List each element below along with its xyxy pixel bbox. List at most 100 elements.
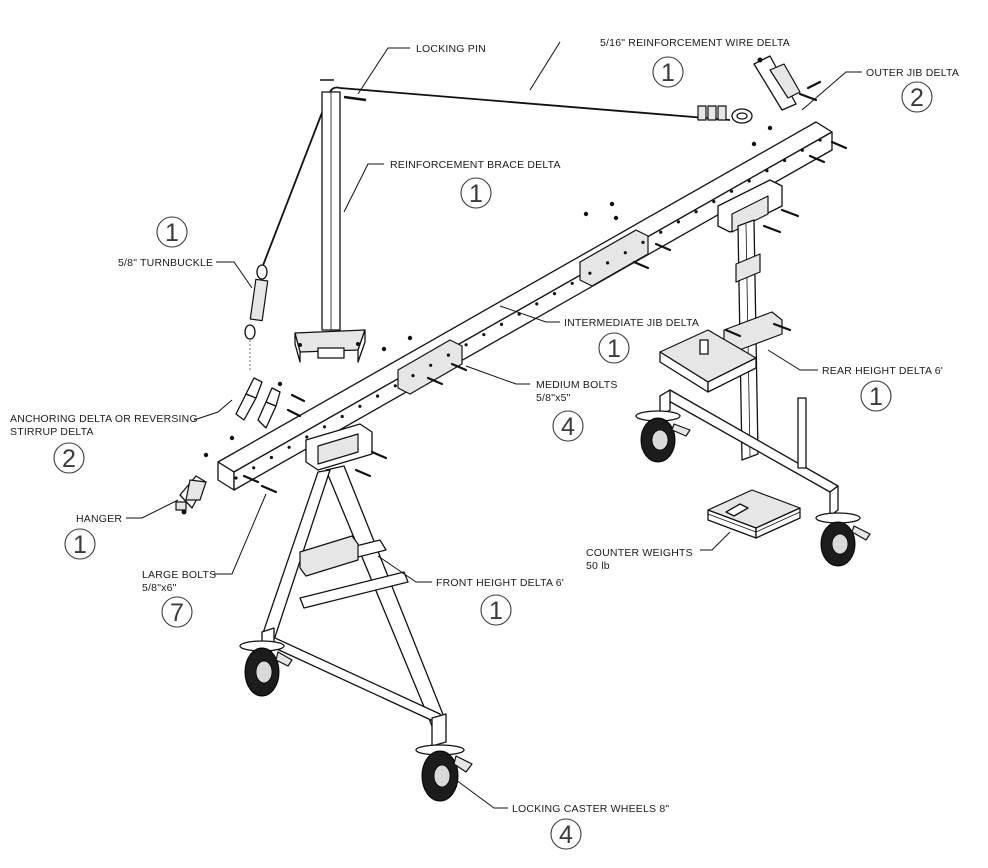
jib-hole xyxy=(269,455,273,460)
qty-circle xyxy=(652,56,684,88)
qty-text: 1 xyxy=(165,219,179,247)
label-anchoring: ANCHORING DELTA OR REVERSING STIRRUP DEL… xyxy=(10,413,198,474)
label-text: REAR HEIGHT DELTA 6' xyxy=(822,365,943,377)
jib-hole xyxy=(429,363,433,367)
jib-hole xyxy=(482,333,486,337)
jib-hole xyxy=(641,240,645,244)
qty-text: 1 xyxy=(489,597,503,625)
qty-circle xyxy=(64,528,96,560)
label-text: INTERMEDIATE JIB DELTA xyxy=(564,317,699,329)
qty-text: 7 xyxy=(170,599,184,627)
jib-hole xyxy=(322,425,327,429)
label-outer-jib: OUTER JIB DELTA 2 xyxy=(866,67,959,113)
qty-circle xyxy=(156,216,188,248)
jib-hole xyxy=(393,384,397,388)
jib-hole xyxy=(606,261,610,265)
front-right-caster xyxy=(415,744,473,802)
qty-circle xyxy=(901,81,933,113)
label-subtext: 50 lb xyxy=(586,560,610,572)
nut xyxy=(767,125,773,131)
jib-hole xyxy=(783,158,787,163)
label-hanger: HANGER 1 xyxy=(64,513,122,560)
label-reinforcement-wire: 5/16" REINFORCEMENT WIRE DELTA 1 xyxy=(600,37,790,88)
front-height-part xyxy=(261,423,447,747)
bolts-group xyxy=(242,80,848,494)
qty-text: 1 xyxy=(73,531,87,559)
label-text: LOCKING PIN xyxy=(416,43,486,55)
qty-text: 4 xyxy=(559,821,573,849)
qty-text: 1 xyxy=(607,335,621,363)
jib-hole xyxy=(305,435,309,439)
label-text: REINFORCEMENT BRACE DELTA xyxy=(390,159,561,171)
qty-text: 1 xyxy=(661,59,675,87)
qty-circle xyxy=(552,410,584,442)
bolt xyxy=(798,92,818,102)
bolt xyxy=(370,450,388,460)
bolt xyxy=(772,322,792,332)
bolt xyxy=(260,484,278,494)
rear-height-part xyxy=(659,179,839,517)
wire-clamps xyxy=(697,105,753,124)
bolt xyxy=(354,468,372,478)
front-left-caster xyxy=(239,640,293,697)
jib-hole xyxy=(358,404,362,408)
bolt xyxy=(450,362,468,372)
bolt xyxy=(632,260,650,270)
label-text: LARGE BOLTS xyxy=(142,569,216,581)
label-turnbuckle: 1 5/8" TURNBUCKLE xyxy=(118,216,213,269)
jib-hole xyxy=(588,271,592,275)
label-intermediate-jib: INTERMEDIATE JIB DELTA 1 xyxy=(564,317,699,364)
rear-left-caster xyxy=(635,410,691,463)
bolt xyxy=(780,208,800,218)
jib-hole xyxy=(499,322,504,326)
nut xyxy=(613,215,619,221)
jib-hole xyxy=(729,189,734,193)
jib-hole xyxy=(800,148,804,152)
locking-pin-part xyxy=(320,79,367,102)
nut xyxy=(609,201,615,207)
qty-text: 4 xyxy=(561,413,575,441)
label-text: 5/8" TURNBUCKLE xyxy=(118,257,213,269)
qty-circle xyxy=(460,177,492,209)
bolt xyxy=(830,140,848,150)
jib-hole xyxy=(552,292,557,296)
qty-circle xyxy=(480,594,512,626)
outer-jib-clamp xyxy=(753,55,801,111)
qty-circle xyxy=(550,818,582,850)
jib-hole xyxy=(252,466,256,470)
jib-hole xyxy=(623,251,627,255)
leader-lines xyxy=(126,41,862,809)
qty-text: 2 xyxy=(62,445,76,473)
jib-hole xyxy=(747,179,751,183)
bolt xyxy=(762,224,782,234)
jib-holes xyxy=(234,138,822,480)
label-counter-weights: COUNTER WEIGHTS 50 lb xyxy=(586,547,693,572)
qty-circle xyxy=(860,380,892,412)
bolt xyxy=(724,328,742,338)
reinforcement-wire xyxy=(261,86,753,269)
label-rear-height: REAR HEIGHT DELTA 6' 1 xyxy=(822,365,943,412)
nut xyxy=(407,335,413,341)
jib-beam xyxy=(217,121,833,491)
label-text: COUNTER WEIGHTS xyxy=(586,547,693,559)
nut xyxy=(229,435,235,441)
label-text: LOCKING CASTER WHEELS 8" xyxy=(512,803,669,815)
jib-hole xyxy=(446,353,450,357)
jib-hole xyxy=(712,199,716,204)
jib-hole xyxy=(287,445,291,449)
qty-text: 2 xyxy=(910,84,924,112)
nuts-group xyxy=(203,125,773,458)
rear-right-caster xyxy=(815,512,871,567)
jib-hole xyxy=(340,414,344,419)
label-large-bolts: LARGE BOLTS 5/8"x6" 7 xyxy=(142,569,216,628)
qty-circle xyxy=(53,442,85,474)
nut xyxy=(381,346,387,352)
turnbuckle-part xyxy=(244,264,269,370)
jib-hole xyxy=(694,210,698,214)
bolt xyxy=(808,154,826,164)
bolt xyxy=(654,242,672,252)
label-subtext: 5/8"x5" xyxy=(536,392,571,404)
jib-hole xyxy=(234,476,238,480)
label-subtext: STIRRUP DELTA xyxy=(10,426,94,438)
